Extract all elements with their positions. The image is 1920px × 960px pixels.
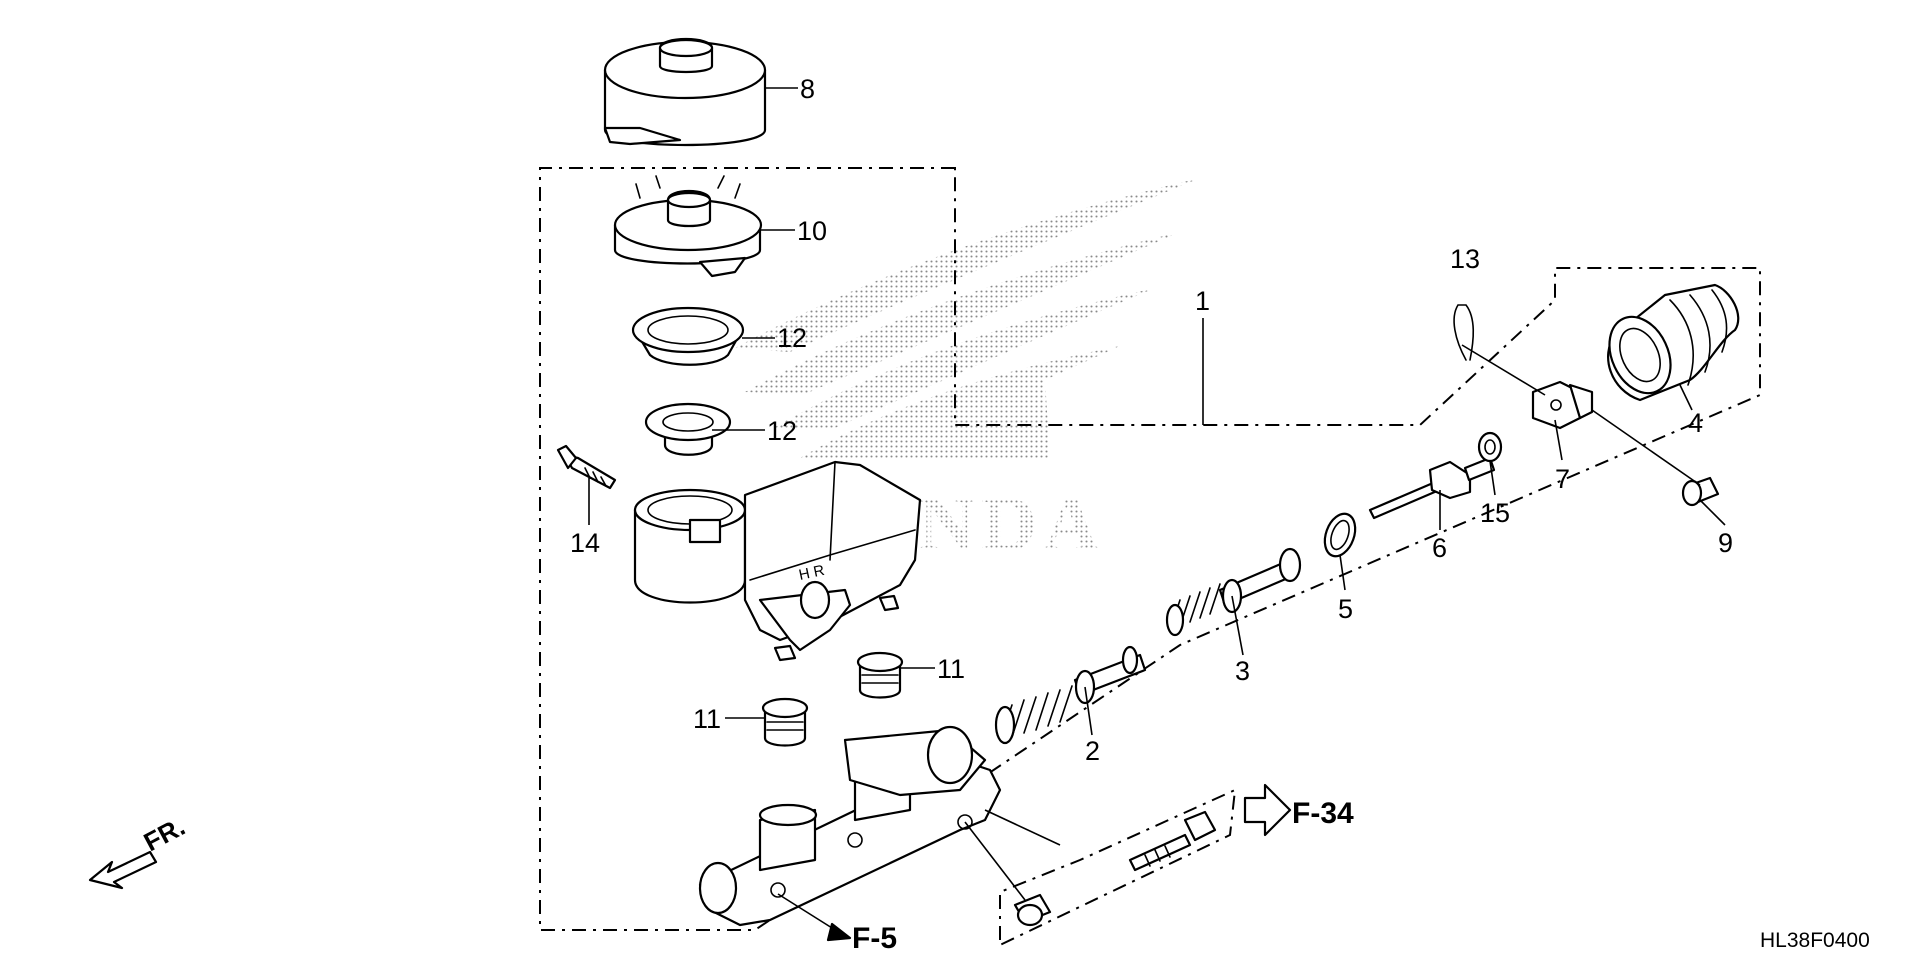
- callout-5[interactable]: 5: [1338, 594, 1353, 624]
- master-cylinder-body[interactable]: [698, 725, 1002, 927]
- part-callouts: 8 10 12 12 14 11 11 2 3 5 6 15 13 1 7 4 …: [570, 74, 1733, 766]
- drawing-code: HL38F0400: [1760, 929, 1870, 952]
- grommet-part11-lower[interactable]: [761, 697, 809, 747]
- callout-6[interactable]: 6: [1432, 533, 1447, 563]
- svg-text:H R: H R: [797, 562, 826, 584]
- grommet-part11-upper[interactable]: [856, 651, 904, 699]
- reference-arrow-f5[interactable]: F-5: [777, 893, 897, 955]
- mounting-nut[interactable]: [1013, 893, 1052, 927]
- front-marker-label: FR.: [139, 811, 190, 857]
- diaphragm-plate-part12[interactable]: [644, 402, 732, 456]
- callout-15[interactable]: 14: [570, 528, 600, 558]
- callout-10[interactable]: 10: [797, 216, 827, 246]
- callout-3[interactable]: 3: [1235, 656, 1250, 686]
- section-ref-f5[interactable]: F-5: [852, 922, 897, 955]
- callout-1[interactable]: 1: [1195, 286, 1210, 316]
- screw-part15[interactable]: [556, 444, 617, 490]
- reservoir-cap-part10[interactable]: [613, 175, 763, 278]
- callout-14[interactable]: 13: [1450, 244, 1480, 274]
- reservoir-cover-part8[interactable]: [603, 38, 767, 147]
- callout-8[interactable]: 8: [800, 74, 815, 104]
- cotter-pin-part14[interactable]: [1453, 304, 1475, 361]
- callout-9[interactable]: 9: [1718, 528, 1733, 558]
- boot-part4[interactable]: [1598, 283, 1740, 403]
- reference-arrow-f34[interactable]: F-34: [1243, 783, 1354, 837]
- diaphragm-part13[interactable]: [631, 306, 745, 366]
- callout-12[interactable]: 12: [767, 416, 797, 446]
- front-direction-arrow: FR.: [88, 811, 190, 890]
- primary-piston-part3[interactable]: [1165, 547, 1302, 637]
- secondary-piston-part2[interactable]: [994, 645, 1147, 745]
- joint-part7[interactable]: [1531, 380, 1594, 430]
- circlip-part5[interactable]: [1319, 510, 1360, 561]
- leader-lines: [588, 87, 1726, 901]
- push-rod-part6[interactable]: [1368, 456, 1496, 520]
- callout-11-lower[interactable]: 11: [693, 704, 721, 734]
- callout-7[interactable]: 7: [1555, 464, 1570, 494]
- callout-11-upper[interactable]: 11: [937, 654, 965, 684]
- callout-4[interactable]: 4: [1688, 408, 1703, 438]
- callout-2[interactable]: 2: [1085, 736, 1100, 766]
- joint-pin-part9[interactable]: [1681, 476, 1720, 507]
- lock-nut-part16[interactable]: [1477, 431, 1503, 463]
- callout-16[interactable]: 15: [1480, 498, 1510, 528]
- callout-13[interactable]: 12: [777, 323, 807, 353]
- mounting-bolt[interactable]: [1128, 810, 1217, 872]
- section-ref-f34[interactable]: F-34: [1292, 797, 1354, 830]
- master-cylinder-reservoir[interactable]: H R: [633, 460, 922, 662]
